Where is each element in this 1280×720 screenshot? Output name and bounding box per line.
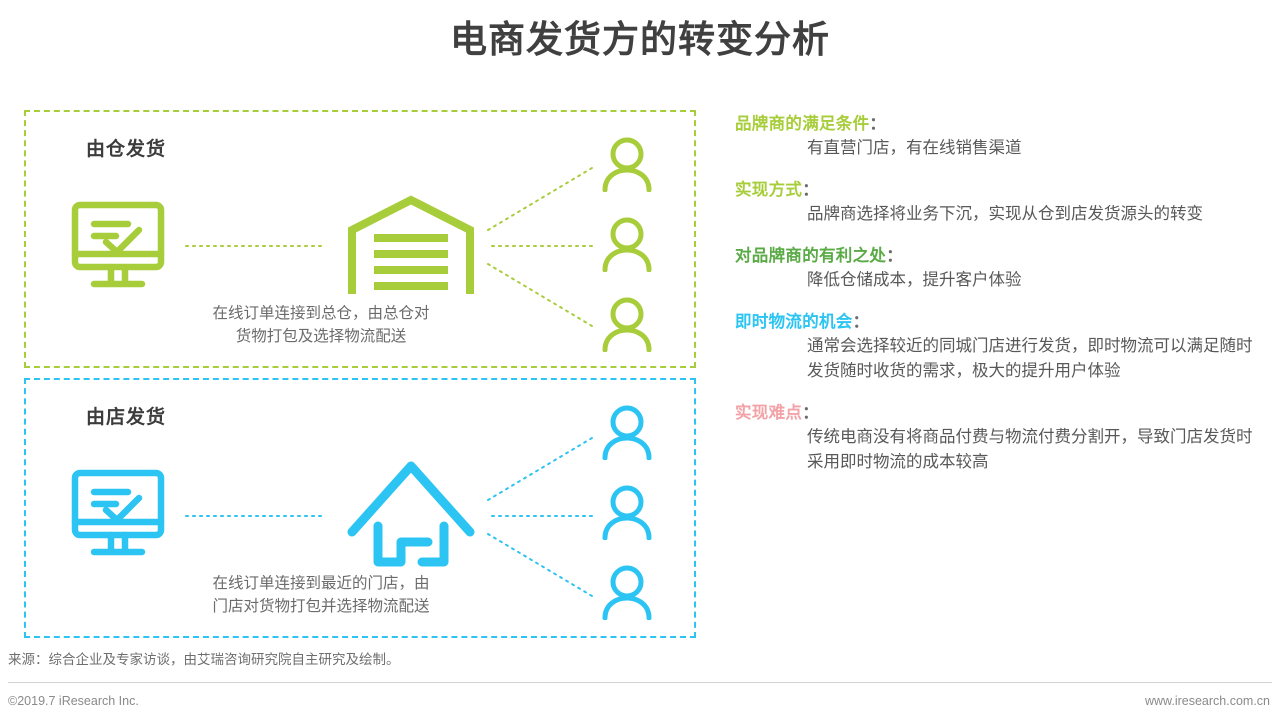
website-link[interactable]: www.iresearch.com.cn [1144, 694, 1270, 708]
insight-heading: 实现方式： [735, 178, 1255, 202]
store-caption-line-1: 在线订单连接到最近的门店，由 [212, 575, 430, 592]
person-icon [596, 136, 658, 193]
store-customer-group [596, 400, 658, 622]
insight-block-brand-conditions: 品牌商的满足条件： 有直营门店，有在线销售渠道 [735, 112, 1255, 161]
insight-heading-colon: ： [886, 247, 904, 265]
warehouse-flow-box: 由仓发货 [24, 110, 696, 368]
warehouse-icon [346, 194, 476, 298]
insight-heading: 对品牌商的有利之处： [735, 244, 1255, 268]
insight-heading-text: 对品牌商的有利之处 [735, 247, 887, 265]
insight-body: 品牌商选择将业务下沉，实现从仓到店发货源头的转变 [807, 205, 1203, 223]
insight-block-implementation-difficulty: 实现难点： 传统电商没有将商品付费与物流付费分割开，导致门店发货时采用即时物流的… [735, 401, 1255, 475]
store-caption-line-2: 门店对货物打包并选择物流配送 [212, 598, 430, 615]
warehouse-box-caption: 在线订单连接到总仓，由总仓对 货物打包及选择物流配送 [156, 302, 486, 348]
store-house-icon [346, 458, 476, 570]
insight-heading-colon: ： [802, 181, 820, 199]
insight-block-brand-benefits: 对品牌商的有利之处： 降低仓储成本，提升客户体验 [735, 244, 1255, 293]
insight-heading-colon: ： [869, 115, 887, 133]
copyright-text: ©2019.7 iResearch Inc. [8, 694, 139, 708]
warehouse-box-heading: 由仓发货 [86, 139, 167, 160]
person-icon [596, 484, 658, 541]
store-box-caption: 在线订单连接到最近的门店，由 门店对货物打包并选择物流配送 [156, 572, 486, 618]
insights-panel: 品牌商的满足条件： 有直营门店，有在线销售渠道 实现方式： 品牌商选择将业务下沉… [735, 112, 1255, 475]
insight-body: 通常会选择较近的同城门店进行发货，即时物流可以满足随时发货随时收货的需求，极大的… [807, 337, 1253, 380]
insight-heading-text: 品牌商的满足条件 [735, 115, 870, 133]
flow-diagram-panel: 由仓发货 [24, 110, 696, 638]
store-flow-box: 由店发货 [24, 378, 696, 638]
insight-block-instant-logistics-opportunity: 即时物流的机会： 通常会选择较近的同城门店进行发货，即时物流可以满足随时发货随时… [735, 310, 1255, 384]
insight-heading-text: 即时物流的机会 [735, 313, 853, 331]
insight-heading: 即时物流的机会： [735, 310, 1255, 334]
insight-block-implementation-method: 实现方式： 品牌商选择将业务下沉，实现从仓到店发货源头的转变 [735, 178, 1255, 227]
monitor-checklist-icon [70, 468, 174, 564]
warehouse-caption-line-1: 在线订单连接到总仓，由总仓对 [212, 305, 430, 322]
insight-heading: 品牌商的满足条件： [735, 112, 1255, 136]
insight-heading-text: 实现方式 [735, 181, 803, 199]
warehouse-customer-group [596, 132, 658, 354]
insight-body: 传统电商没有将商品付费与物流付费分割开，导致门店发货时采用即时物流的成本较高 [807, 428, 1253, 471]
footer-divider [8, 682, 1272, 683]
person-icon [596, 296, 658, 353]
insight-heading-colon: ： [852, 313, 870, 331]
insight-body: 有直营门店，有在线销售渠道 [807, 139, 1022, 157]
person-icon [596, 564, 658, 621]
store-box-heading: 由店发货 [86, 407, 167, 428]
warehouse-caption-line-2: 货物打包及选择物流配送 [235, 328, 407, 345]
source-note: 来源：综合企业及专家访谈，由艾瑞咨询研究院自主研究及绘制。 [8, 652, 400, 667]
person-icon [596, 216, 658, 273]
monitor-checklist-icon [70, 200, 174, 296]
insight-body: 降低仓储成本，提升客户体验 [807, 271, 1022, 289]
insight-heading-colon: ： [802, 404, 820, 422]
insight-heading-text: 实现难点 [735, 404, 803, 422]
person-icon [596, 404, 658, 461]
page-title: 电商发货方的转变分析 [450, 19, 830, 60]
insight-heading: 实现难点： [735, 401, 1255, 425]
